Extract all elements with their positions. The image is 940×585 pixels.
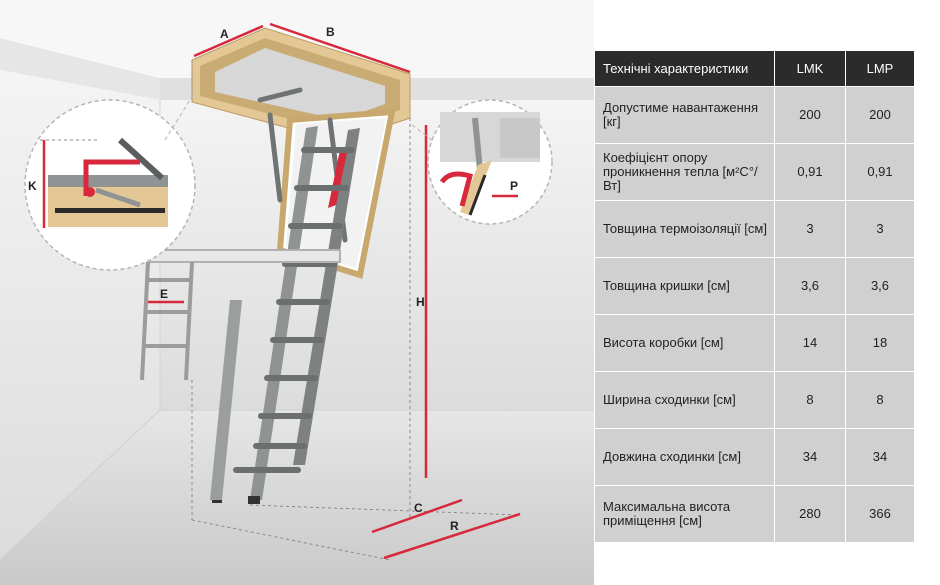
spec-table-header: Технічні характеристики LMK LMP xyxy=(594,50,915,87)
table-row: Максимальна висота приміщення [см] 280 3… xyxy=(594,485,915,543)
label-r: R xyxy=(450,519,459,533)
param-cell: Товщина кришки [см] xyxy=(594,257,775,315)
param-cell: Довжина сходинки [см] xyxy=(594,428,775,486)
ladder-front-rail xyxy=(210,300,242,500)
dimension-a-line xyxy=(193,24,264,58)
table-row: Товщина кришки [см] 3,6 3,6 xyxy=(594,257,915,315)
table-row: Висота коробки [см] 14 18 xyxy=(594,314,915,372)
ladder-steps xyxy=(233,147,355,473)
lmk-cell: 3,6 xyxy=(774,257,846,315)
label-b: B xyxy=(326,25,335,39)
lmp-cell: 8 xyxy=(845,371,915,429)
label-c: C xyxy=(414,501,423,515)
header-lmp: LMP xyxy=(845,50,915,87)
table-row: Допустиме навантаження [кг] 200 200 xyxy=(594,86,915,144)
connector-left xyxy=(164,91,196,141)
dimension-r-line xyxy=(383,512,521,560)
label-p: P xyxy=(510,179,518,193)
detail-circle-left: K xyxy=(24,99,196,271)
lmp-cell: 0,91 xyxy=(845,143,915,201)
label-h: H xyxy=(416,295,425,309)
spec-table: Технічні характеристики LMK LMP Допустим… xyxy=(594,50,915,543)
label-a: A xyxy=(220,27,229,41)
lmk-cell: 14 xyxy=(774,314,846,372)
label-k: K xyxy=(28,179,37,193)
lmp-cell: 34 xyxy=(845,428,915,486)
table-row: Коефіцієнт опору проникнення тепла [м²С°… xyxy=(594,143,915,201)
table-row: Товщина термоізоляції [см] 3 3 xyxy=(594,200,915,258)
header-lmk: LMK xyxy=(774,50,846,87)
table-row: Довжина сходинки [см] 34 34 xyxy=(594,428,915,486)
lmp-cell: 200 xyxy=(845,86,915,144)
param-cell: Допустиме навантаження [кг] xyxy=(594,86,775,144)
lmk-cell: 280 xyxy=(774,485,846,543)
guide-lines xyxy=(191,60,521,561)
header-parameter: Технічні характеристики xyxy=(594,50,775,87)
param-cell: Коефіцієнт опору проникнення тепла [м²С°… xyxy=(594,143,775,201)
param-cell: Товщина термоізоляції [см] xyxy=(594,200,775,258)
lmp-cell: 3 xyxy=(845,200,915,258)
lmk-cell: 8 xyxy=(774,371,846,429)
lmp-cell: 366 xyxy=(845,485,915,543)
dimension-lines xyxy=(148,22,521,560)
lmk-cell: 200 xyxy=(774,86,846,144)
table-row: Ширина сходинки [см] 8 8 xyxy=(594,371,915,429)
lmp-cell: 3,6 xyxy=(845,257,915,315)
dimension-b-line xyxy=(269,22,411,74)
detail-circle-right: P xyxy=(427,99,553,225)
param-cell: Максимальна висота приміщення [см] xyxy=(594,485,775,543)
label-e: E xyxy=(160,287,168,301)
param-cell: Висота коробки [см] xyxy=(594,314,775,372)
lmp-cell: 18 xyxy=(845,314,915,372)
dimension-c-line xyxy=(371,498,463,534)
lmk-cell: 3 xyxy=(774,200,846,258)
lmk-cell: 34 xyxy=(774,428,846,486)
param-cell: Ширина сходинки [см] xyxy=(594,371,775,429)
lmk-cell: 0,91 xyxy=(774,143,846,201)
